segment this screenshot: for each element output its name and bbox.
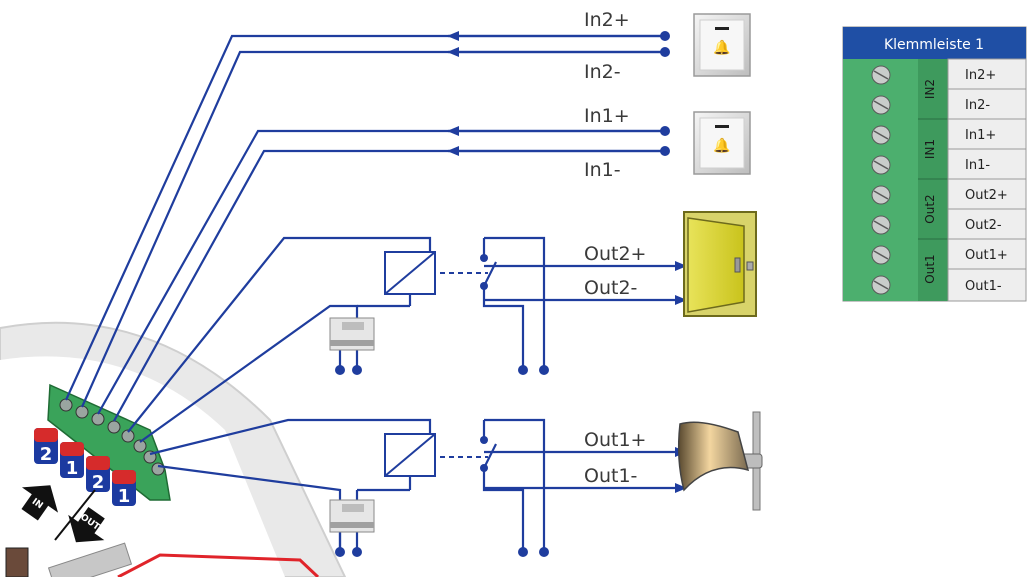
label-out1-plus: Out1+ [584,429,646,451]
terminal-table-header [843,27,1026,59]
terminal-table-title: Klemmleiste 1 [884,37,984,53]
label-in1-minus: In1- [584,159,621,181]
svg-text:1: 1 [118,486,131,507]
out-arrow-icon: OUT [68,506,105,543]
label-out1-minus: Out1- [584,465,637,487]
socket-in-1: 1 [60,442,84,479]
table-row: In1- [965,158,990,173]
table-row: In2+ [965,68,996,83]
in-arrow-icon: IN [21,485,59,521]
lamp-icon [677,411,763,511]
group-label-out2: Out2 [923,194,937,223]
doorbell-button-icon-2: 🔔 [693,111,751,175]
table-row: In1+ [965,128,996,143]
doorbell-button-icon: 🔔 [693,13,751,77]
group-label-in1: IN1 [923,139,937,159]
group-label-in2: IN2 [923,79,937,99]
input-lines [447,31,670,156]
relay-out2 [335,236,687,375]
camera-housing: 2 1 2 1 IN OUT [0,321,347,577]
table-row: Out2- [965,218,1002,233]
svg-text:1: 1 [66,458,79,479]
door-icon [683,211,757,317]
label-in2-minus: In2- [584,61,621,83]
power-supply-icon-2 [329,499,375,533]
label-out2-minus: Out2- [584,277,637,299]
svg-text:🔔: 🔔 [713,39,730,56]
socket-out-2: 2 [86,456,110,493]
svg-text:2: 2 [40,444,53,465]
table-row: Out1- [965,279,1002,294]
terminal-table: Klemmleiste 1 [842,26,1027,302]
table-row: In2- [965,98,990,113]
terminal-strip [843,59,918,301]
power-supply-icon [329,317,375,351]
table-row: Out2+ [965,188,1008,203]
label-in2-plus: In2+ [584,9,630,31]
table-row: Out1+ [965,248,1008,263]
socket-out-1: 1 [112,470,136,507]
svg-text:🔔: 🔔 [713,137,730,154]
label-in1-plus: In1+ [584,105,630,127]
relay-out1 [335,418,687,557]
socket-in-2: 2 [34,428,58,465]
group-label-out1: Out1 [923,254,937,283]
label-out2-plus: Out2+ [584,243,646,265]
svg-text:2: 2 [92,472,105,493]
device-terminal-block [47,383,171,501]
